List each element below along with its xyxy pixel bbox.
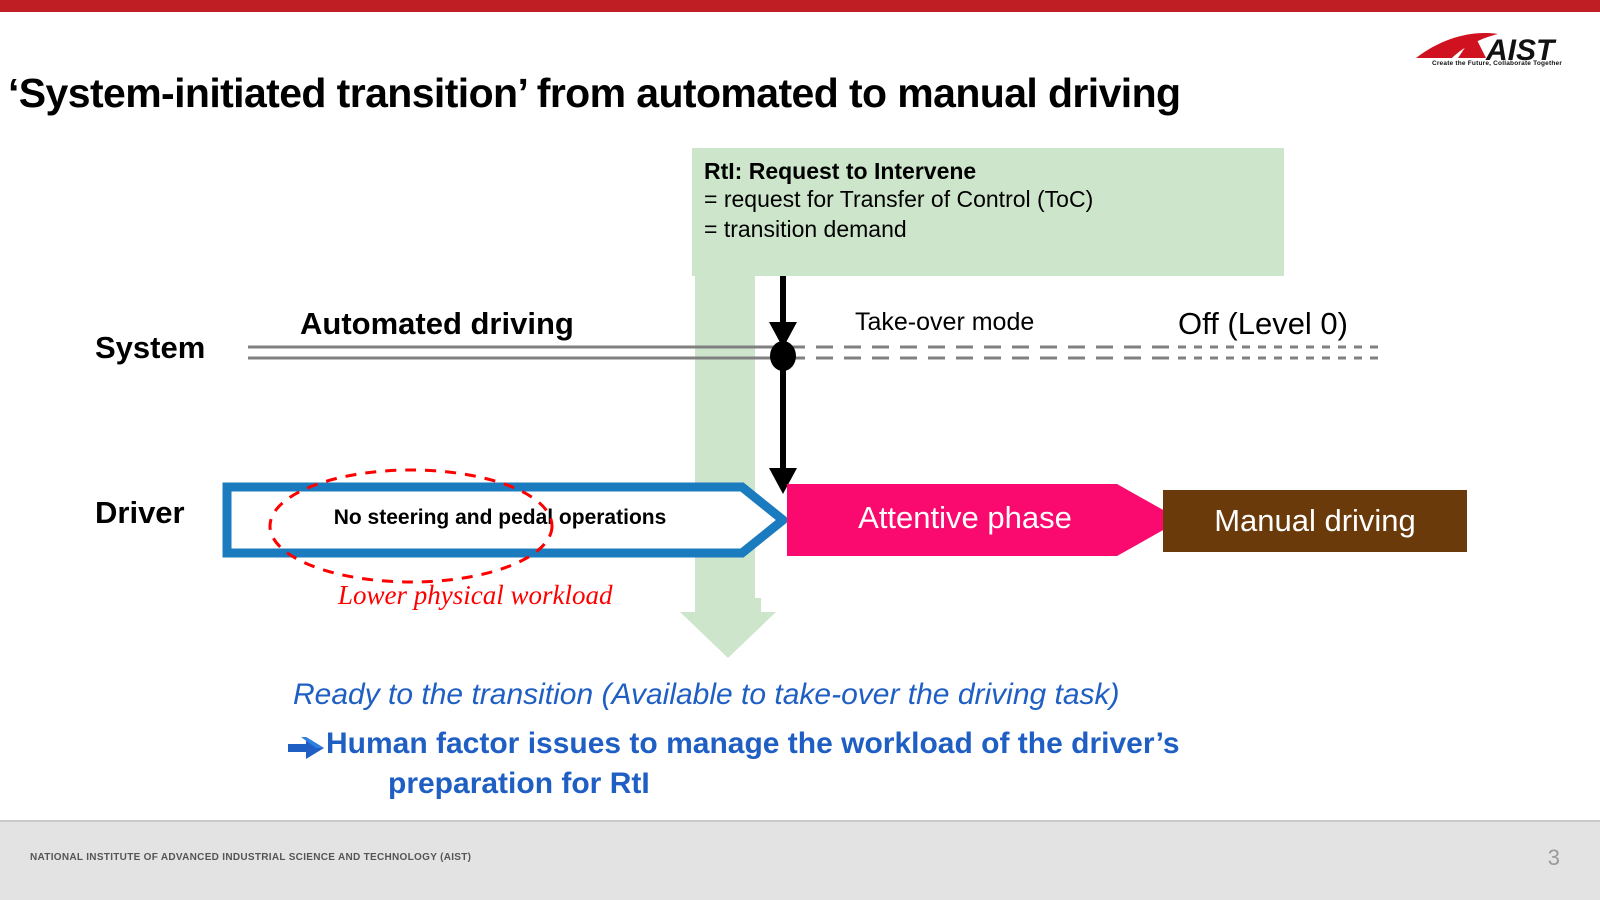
human-factor-line-2: preparation for RtI (388, 767, 650, 800)
system-timeline-line (248, 345, 1378, 360)
rti-callout-title: RtI: Request to Intervene (704, 158, 977, 184)
svg-text:AIST: AIST (1485, 34, 1557, 67)
readiness-statement: Ready to the transition (Available to ta… (293, 678, 1120, 711)
page-number: 3 (1547, 845, 1560, 870)
driver-phase-attentive (787, 484, 1181, 556)
readiness-down-arrow-icon (680, 598, 776, 658)
right-arrow-icon (288, 737, 324, 759)
workload-highlight-ellipse (268, 468, 554, 584)
human-factor-line-1: Human factor issues to manage the worklo… (326, 727, 1180, 760)
workload-annotation: Lower physical workload (338, 580, 613, 610)
row-label-system: System (95, 330, 206, 365)
system-phase-takeover: Take-over mode (855, 308, 1035, 336)
rti-callout-line-1: = request for Transfer of Control (ToC) (704, 186, 1094, 213)
footer-divider (0, 820, 1600, 822)
aist-logo: AIST (1416, 33, 1557, 67)
driver-phase-attentive-label: Attentive phase (858, 500, 1072, 535)
page-title: ‘System-initiated transition’ from autom… (8, 70, 1181, 116)
system-phase-automated: Automated driving (300, 306, 574, 341)
driver-handover-arrow-icon (769, 362, 797, 494)
footer-bar (0, 822, 1600, 900)
footer-organization: NATIONAL INSTITUTE OF ADVANCED INDUSTRIA… (30, 852, 472, 863)
rti-trigger-arrow-icon (769, 276, 797, 348)
aist-logo-tagline: Create the Future, Collaborate Together (1431, 60, 1563, 67)
driver-phase-manual-label: Manual driving (1214, 503, 1416, 538)
rti-callout-line-2: = transition demand (704, 216, 907, 243)
driver-phase-manual (1163, 490, 1467, 552)
row-label-driver: Driver (95, 495, 185, 530)
driver-phase-no-operations (222, 482, 788, 558)
system-phase-off: Off (Level 0) (1178, 306, 1349, 341)
top-accent-bar (0, 0, 1600, 12)
rti-callout: RtI: Request to Intervene = request for … (692, 148, 1284, 276)
driver-phase-no-operations-label: No steering and pedal operations (333, 506, 667, 529)
